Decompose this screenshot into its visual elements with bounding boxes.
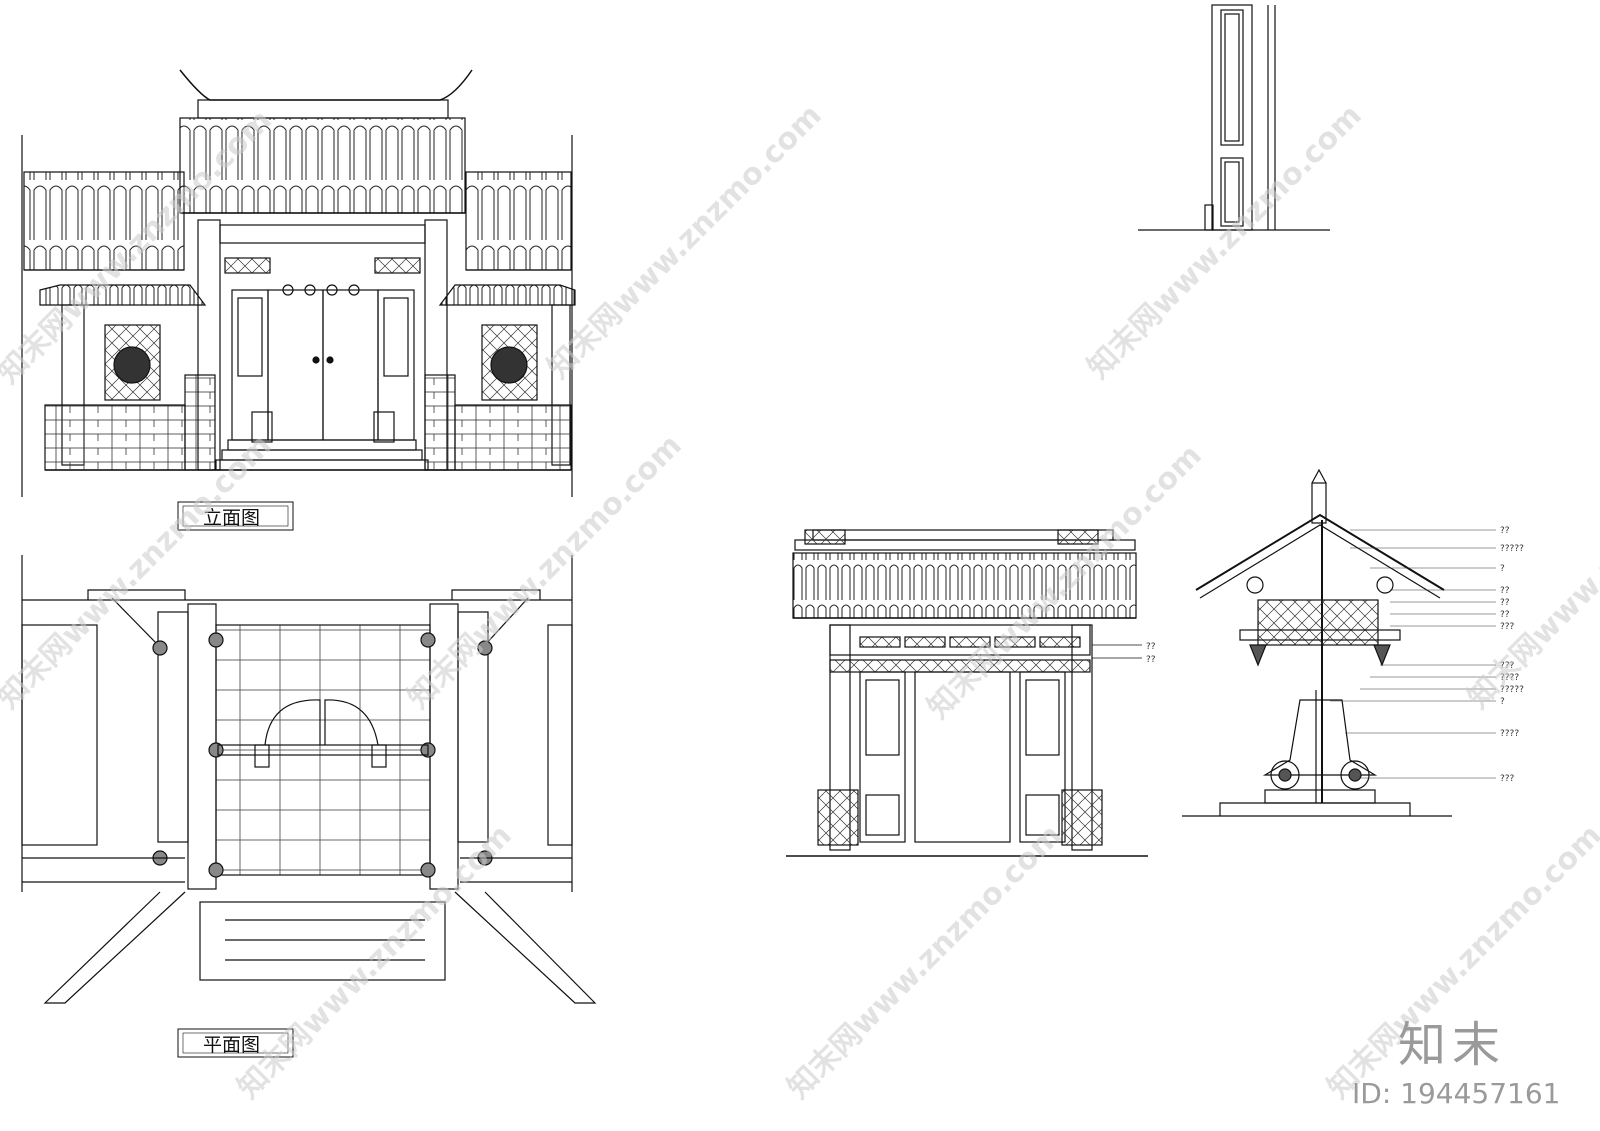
watermark: 知末网www.znzmo.com [1461, 428, 1600, 716]
front-callout-1: ?? [1146, 642, 1156, 652]
section-callout: ??? [1500, 622, 1515, 632]
section-callout: ? [1500, 564, 1505, 574]
section-callout: ?? [1500, 598, 1510, 608]
section-callout: ?? [1500, 610, 1510, 620]
section-callout: ?? [1500, 586, 1510, 596]
image-id-label: ID: 194457161 [1352, 1077, 1561, 1110]
watermark: 知末网www.znzmo.com [781, 818, 1069, 1106]
section-callout: ?? [1500, 526, 1510, 536]
front-elevation-drawing [21, 69, 576, 497]
section-callout: ? [1500, 697, 1505, 707]
plan-title: 平面图 [203, 1034, 260, 1056]
watermark: 知末网www.znzmo.com [541, 98, 829, 386]
gate-section-drawing [1182, 468, 1496, 817]
section-callout: ???? [1500, 673, 1519, 683]
floor-plan-drawing [21, 555, 597, 1004]
section-callout: ????? [1500, 544, 1524, 554]
section-callouts: ?? ????? ? ?? ?? ?? ??? ??? ???? ????? ?… [1500, 526, 1524, 784]
column-panel-detail [1138, 4, 1330, 231]
section-callout: ??? [1500, 661, 1515, 671]
section-callout: ???? [1500, 729, 1519, 739]
section-callout: ??? [1500, 774, 1515, 784]
gate-front-elevation [786, 529, 1148, 857]
elevation-title: 立面图 [203, 507, 260, 529]
elevation-title-block: 立面图 [177, 501, 294, 531]
plan-title-block: 平面图 [177, 1028, 294, 1058]
section-callout: ????? [1500, 685, 1524, 695]
brand-logo-text: 知末 [1398, 1017, 1507, 1073]
watermark: 知末网www.znzmo.com [401, 428, 689, 716]
front-callout-2: ?? [1146, 655, 1156, 665]
